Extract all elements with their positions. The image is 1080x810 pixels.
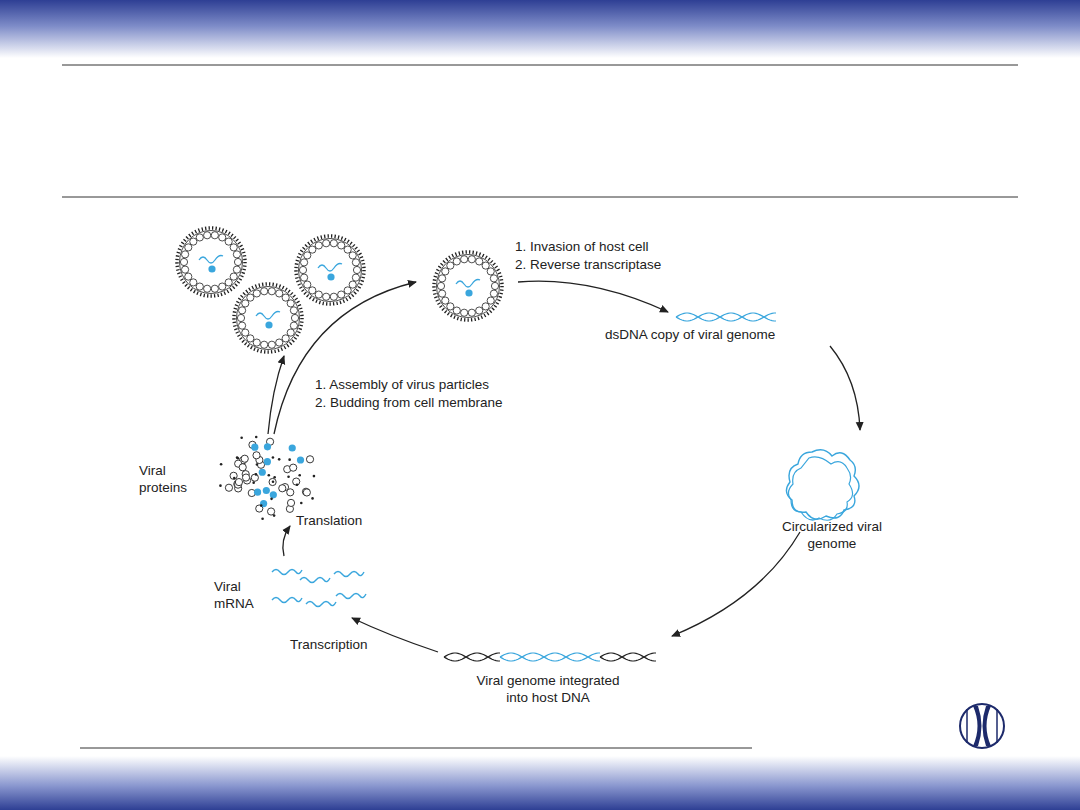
- virus-particle: [434, 252, 502, 320]
- rule-line: [80, 748, 752, 749]
- stage-label: 2. Reverse transcriptase: [515, 256, 661, 273]
- virus-particles: [177, 228, 502, 352]
- logo: [960, 704, 1004, 748]
- virus-particle: [296, 236, 364, 304]
- stage-label: Viral genome integrated into host DNA: [470, 672, 626, 706]
- header-band: [0, 0, 1080, 58]
- stage-label: Circularized viral genome: [772, 518, 892, 552]
- rule-line: [62, 197, 1018, 198]
- virus-particle: [234, 284, 302, 352]
- circular-genome: [786, 450, 859, 519]
- stage-label: dsDNA copy of viral genome: [605, 326, 775, 343]
- cycle-arrows: [268, 281, 860, 652]
- footer-band: [0, 756, 1080, 810]
- stage-label: Transcription: [290, 636, 368, 653]
- protein-cluster: [219, 436, 315, 520]
- virus-particle: [177, 228, 245, 296]
- rule-line: [62, 65, 1018, 66]
- stage-label: Viral proteins: [139, 462, 197, 496]
- stage-label: Translation: [296, 512, 362, 529]
- circular-genome: [788, 457, 852, 520]
- stage-label: 2. Budding from cell membrane: [315, 394, 503, 411]
- dna-helix: [444, 313, 776, 661]
- mrna-strands: [272, 570, 366, 607]
- stage-label: Viral mRNA: [214, 578, 260, 612]
- stage-label: 1. Invasion of host cell: [515, 238, 649, 255]
- stage-label: 1. Assembly of virus particles: [315, 376, 489, 393]
